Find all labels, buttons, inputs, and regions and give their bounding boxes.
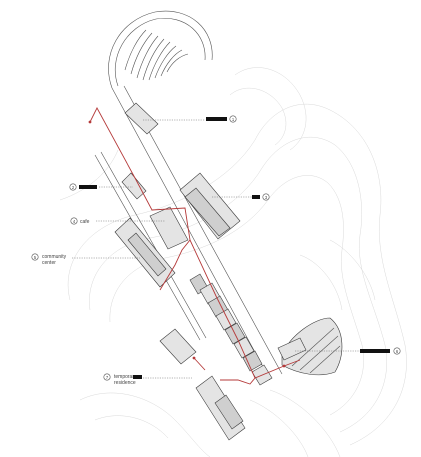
route-path bbox=[89, 107, 301, 385]
label-7-redacted-text bbox=[133, 375, 142, 379]
label-4-number: 4 bbox=[73, 219, 76, 224]
annotation-labels: 1 2 3 4 cafe 5 community center 6 7 temp… bbox=[31, 115, 401, 386]
label-7-text-line2: residence bbox=[114, 380, 136, 386]
route-start-dot bbox=[88, 120, 92, 124]
building-residence-north bbox=[159, 328, 197, 365]
label-7-number: 7 bbox=[106, 375, 109, 380]
label-2-badge bbox=[69, 183, 77, 191]
label-5-badge bbox=[31, 253, 39, 261]
circulation-route bbox=[88, 107, 301, 385]
building-overlook bbox=[277, 337, 307, 361]
arched-pavilion bbox=[108, 10, 213, 89]
label-7-badge bbox=[103, 373, 111, 381]
label-4-badge bbox=[70, 217, 78, 225]
label-2-number: 2 bbox=[72, 185, 75, 190]
stepped-terraces bbox=[189, 273, 273, 386]
label-6-redacted-text bbox=[360, 349, 390, 353]
route-end-dot bbox=[282, 364, 286, 368]
label-3-number: 3 bbox=[265, 195, 268, 200]
building-community-core bbox=[127, 232, 167, 277]
label-1-badge bbox=[229, 115, 237, 123]
overlook-deck bbox=[277, 317, 343, 376]
label-2-redacted-text bbox=[79, 185, 97, 189]
route-residence-dot bbox=[192, 356, 196, 360]
label-1-number: 1 bbox=[232, 117, 235, 122]
building-gallery bbox=[121, 172, 147, 200]
building-hall-annex bbox=[184, 187, 231, 237]
label-5-number: 5 bbox=[34, 255, 37, 260]
pavilion-slats bbox=[124, 29, 189, 81]
building-residence-wing bbox=[214, 394, 244, 430]
label-1-redacted-text bbox=[206, 117, 227, 121]
label-3-badge bbox=[262, 193, 270, 201]
terrain-contours bbox=[59, 67, 407, 457]
label-3-redacted-text bbox=[252, 195, 260, 199]
label-4-text: cafe bbox=[80, 219, 90, 225]
buildings bbox=[114, 102, 246, 441]
building-cafe bbox=[149, 206, 189, 250]
label-5-text: community bbox=[42, 254, 67, 260]
building-pavilion bbox=[124, 102, 159, 135]
label-6-number: 6 bbox=[396, 349, 399, 354]
label-7-text: temporar bbox=[114, 374, 134, 380]
label-6-badge bbox=[393, 347, 401, 355]
label-5-text-line2: center bbox=[42, 260, 56, 266]
